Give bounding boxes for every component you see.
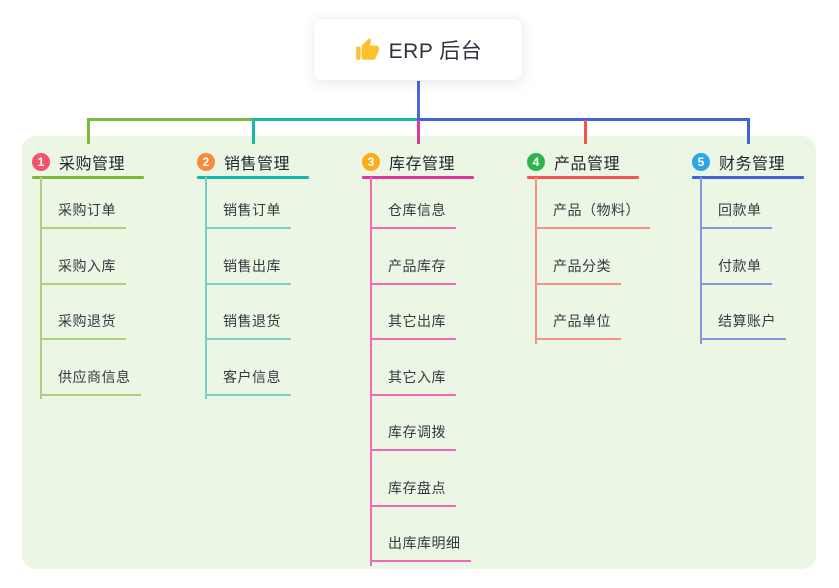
branch-drop-line [87, 120, 90, 144]
child-node[interactable]: 销售订单 [197, 174, 357, 229]
child-node[interactable]: 采购退货 [32, 285, 192, 340]
child-label: 采购退货 [40, 311, 126, 340]
child-node[interactable]: 采购入库 [32, 229, 192, 285]
branch-number-badge: 2 [197, 153, 215, 171]
child-node[interactable]: 销售出库 [197, 229, 357, 285]
children-connector-line [205, 177, 207, 399]
root-connector-line [417, 80, 420, 121]
child-node[interactable]: 其它出库 [362, 285, 522, 340]
branch-label: 采购管理 [59, 156, 126, 173]
child-label: 其它出库 [370, 311, 456, 340]
branch-4: 4 产品管理产品（物料） 产品分类产品单位 [527, 150, 687, 344]
child-label: 产品（物料） [535, 200, 650, 229]
thumbs-up-icon [354, 37, 380, 63]
child-node[interactable]: 回款单 [692, 174, 839, 229]
child-label: 采购入库 [40, 256, 126, 285]
branch-number-badge: 5 [692, 153, 710, 171]
branch-underline [197, 176, 309, 179]
child-node[interactable]: 产品分类 [527, 229, 687, 285]
child-node[interactable]: 仓库信息 [362, 174, 522, 229]
child-label: 其它入库 [370, 367, 456, 396]
branch-underline [32, 176, 144, 179]
branch-drop-line [252, 120, 255, 144]
child-label: 库存调拨 [370, 422, 456, 451]
child-label: 付款单 [700, 256, 772, 285]
children-list: 产品（物料） 产品分类产品单位 [527, 174, 687, 340]
child-node[interactable]: 客户信息 [197, 340, 357, 396]
children-list: 采购订单采购入库采购退货供应商信息 [32, 174, 192, 396]
branch-drop-line [747, 120, 750, 144]
branch-header[interactable]: 1 采购管理 [32, 150, 192, 174]
children-connector-line [40, 177, 42, 399]
branch-2: 2 销售管理销售订单销售出库销售退货客户信息 [197, 150, 357, 399]
child-label: 销售出库 [205, 256, 291, 285]
children-connector-line [370, 177, 372, 566]
branch-underline [692, 176, 804, 179]
children-list: 回款单付款单结算账户 [692, 174, 839, 340]
child-node[interactable]: 库存调拨 [362, 396, 522, 451]
branch-3: 3 库存管理仓库信息产品库存其它出库其它入库库存调拨库存盘点出库库明细 [362, 150, 522, 566]
child-node[interactable]: 付款单 [692, 229, 839, 285]
branch-underline [362, 176, 474, 179]
child-node[interactable]: 产品（物料） [527, 174, 687, 229]
branch-drop-line [417, 120, 420, 144]
children-list: 销售订单销售出库销售退货客户信息 [197, 174, 357, 396]
child-label: 出库库明细 [370, 533, 471, 562]
bus-segment [417, 118, 750, 121]
child-label: 采购订单 [40, 200, 126, 229]
children-connector-line [535, 177, 537, 344]
children-connector-line [700, 177, 702, 344]
children-list: 仓库信息产品库存其它出库其它入库库存调拨库存盘点出库库明细 [362, 174, 522, 562]
branch-number-badge: 3 [362, 153, 380, 171]
bus-segment [87, 118, 254, 121]
branch-header[interactable]: 2 销售管理 [197, 150, 357, 174]
child-label: 回款单 [700, 200, 772, 229]
child-label: 客户信息 [205, 367, 291, 396]
child-label: 产品库存 [370, 256, 456, 285]
child-label: 销售订单 [205, 200, 291, 229]
child-label: 产品分类 [535, 256, 621, 285]
child-node[interactable]: 产品库存 [362, 229, 522, 285]
branch-label: 产品管理 [554, 156, 621, 173]
child-node[interactable]: 销售退货 [197, 285, 357, 340]
root-node[interactable]: ERP 后台 [313, 18, 523, 81]
branch-number-badge: 4 [527, 153, 545, 171]
bus-segment [252, 118, 419, 121]
branch-label: 库存管理 [389, 156, 456, 173]
child-node[interactable]: 库存盘点 [362, 451, 522, 507]
child-label: 仓库信息 [370, 200, 456, 229]
child-label: 库存盘点 [370, 478, 456, 507]
branch-5: 5 财务管理回款单付款单结算账户 [692, 150, 839, 344]
root-title: ERP 后台 [388, 39, 483, 63]
child-node[interactable]: 其它入库 [362, 340, 522, 396]
branch-1: 1 采购管理采购订单采购入库采购退货供应商信息 [32, 150, 192, 399]
branches-panel [22, 136, 816, 569]
child-label: 供应商信息 [40, 367, 141, 396]
branch-number-badge: 1 [32, 153, 50, 171]
child-label: 销售退货 [205, 311, 291, 340]
branch-header[interactable]: 3 库存管理 [362, 150, 522, 174]
branch-label: 销售管理 [224, 156, 291, 173]
branch-header[interactable]: 5 财务管理 [692, 150, 839, 174]
branch-drop-line [584, 120, 587, 144]
child-node[interactable]: 出库库明细 [362, 507, 522, 562]
child-node[interactable]: 产品单位 [527, 285, 687, 340]
child-label: 结算账户 [700, 311, 786, 340]
branch-header[interactable]: 4 产品管理 [527, 150, 687, 174]
child-label: 产品单位 [535, 311, 621, 340]
branch-underline [527, 176, 639, 179]
branch-label: 财务管理 [719, 156, 786, 173]
child-node[interactable]: 供应商信息 [32, 340, 192, 396]
child-node[interactable]: 结算账户 [692, 285, 839, 340]
child-node[interactable]: 采购订单 [32, 174, 192, 229]
